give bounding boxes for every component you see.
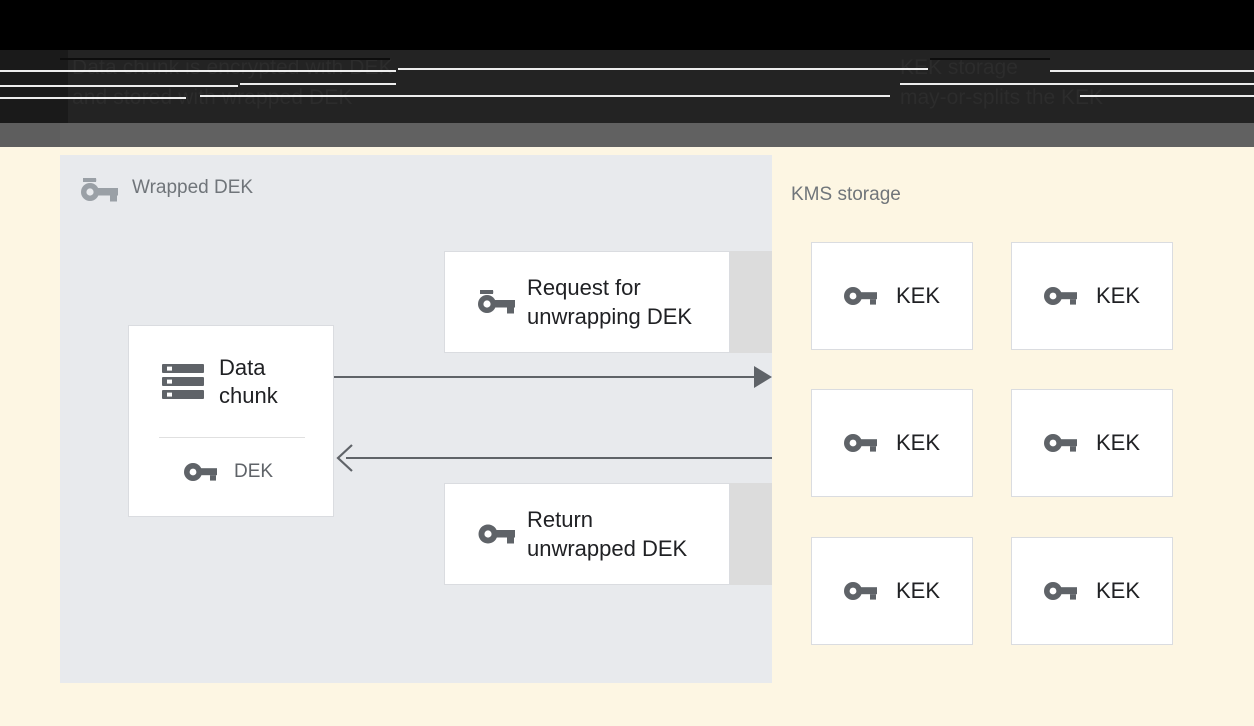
scanline-artifact <box>398 68 928 70</box>
return-unwrapped-card[interactable]: Return unwrapped DEK <box>444 483 730 585</box>
scanline-artifact <box>900 83 1254 85</box>
arrow-request-line <box>334 376 766 378</box>
wrapped-key-icon <box>477 287 517 317</box>
scanline-artifact <box>60 58 390 60</box>
kek-label: KEK <box>895 283 941 308</box>
kek-label: KEK <box>1095 283 1141 308</box>
header-title-right: KEK storage may-or-splits the KEK <box>900 56 1104 109</box>
key-icon <box>843 432 878 454</box>
dek-label: DEK <box>234 461 274 482</box>
kek-label: KEK <box>1095 430 1141 455</box>
kek-box[interactable]: KEK <box>811 537 973 645</box>
scanline-artifact <box>1050 70 1254 72</box>
return-unwrapped-label: Return unwrapped DEK <box>527 507 688 561</box>
key-icon <box>843 580 878 602</box>
kek-box[interactable]: KEK <box>811 389 973 497</box>
key-icon <box>843 285 878 307</box>
key-icon <box>1043 285 1078 307</box>
scanline-artifact <box>930 58 1050 60</box>
toolbar-band <box>0 123 1254 147</box>
data-chunk-label: Data chunk <box>219 355 278 408</box>
message-card-backdrop <box>730 251 772 353</box>
data-chunk-card[interactable]: Data chunk DEK <box>128 325 334 517</box>
request-unwrap-label: Request for unwrapping DEK <box>527 275 693 329</box>
header-strip: Data chunk is encrypted with DEK and sto… <box>0 50 1254 123</box>
data-chunk-key-row: DEK <box>184 461 273 483</box>
arrow-request-head <box>754 366 772 388</box>
key-icon <box>1043 432 1078 454</box>
kek-box[interactable]: KEK <box>1011 537 1173 645</box>
scanline-artifact <box>1080 95 1254 97</box>
message-card-backdrop <box>730 483 772 585</box>
wrapped-key-icon <box>80 175 118 203</box>
scanline-artifact <box>0 85 238 87</box>
kek-label: KEK <box>1095 578 1141 603</box>
data-chunk-divider <box>159 437 305 438</box>
key-icon <box>184 461 218 483</box>
key-icon <box>1043 580 1078 602</box>
top-black-band <box>0 0 1254 50</box>
request-unwrap-card[interactable]: Request for unwrapping DEK <box>444 251 730 353</box>
arrow-return-line <box>346 457 772 459</box>
kek-box[interactable]: KEK <box>811 242 973 350</box>
kek-label: KEK <box>895 430 941 455</box>
kek-label: KEK <box>895 578 941 603</box>
kek-box[interactable]: KEK <box>1011 242 1173 350</box>
toolbar-band-left-segment <box>0 123 60 147</box>
wrapped-dek-panel-title: Wrapped DEK <box>132 177 254 198</box>
storage-icon <box>161 362 205 402</box>
data-chunk-header: Data chunk <box>161 354 311 410</box>
scanline-artifact <box>0 70 396 72</box>
scanline-artifact <box>0 97 186 99</box>
scanline-artifact <box>200 95 890 97</box>
kek-box[interactable]: KEK <box>1011 389 1173 497</box>
key-icon <box>477 519 517 549</box>
kms-storage-title: KMS storage <box>791 184 901 205</box>
arrow-return-head <box>336 444 353 472</box>
scanline-artifact <box>240 83 396 85</box>
